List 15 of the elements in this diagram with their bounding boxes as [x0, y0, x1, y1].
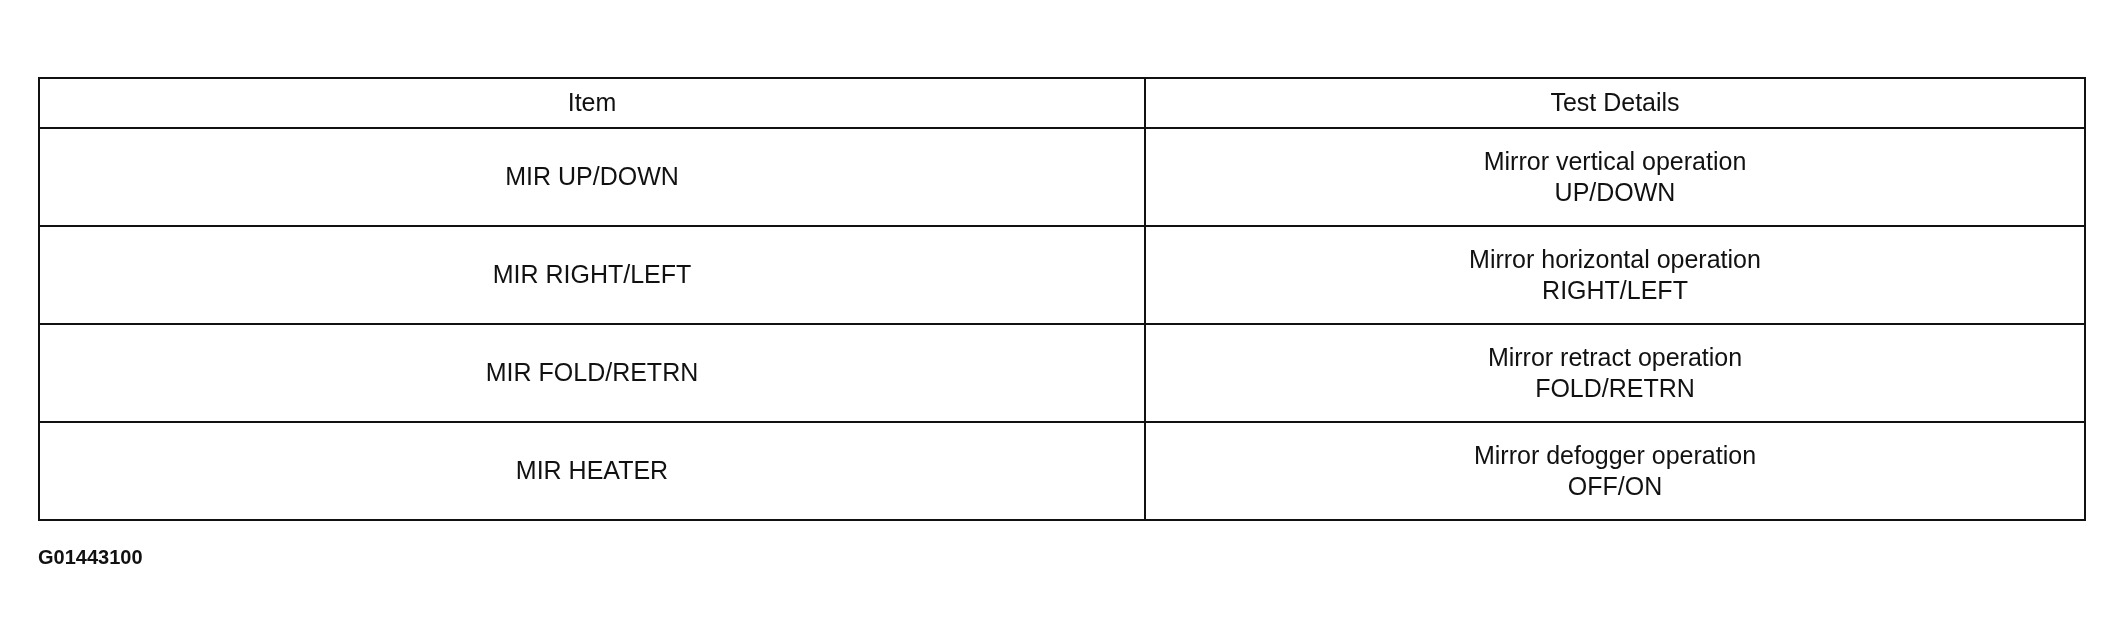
- test-description: Mirror horizontal operation: [1469, 243, 1761, 275]
- figure-code: G01443100: [38, 546, 143, 569]
- column-header: Test Details: [1550, 87, 1680, 119]
- test-values: FOLD/RETRN: [1535, 373, 1695, 404]
- test-description: Mirror retract operation: [1487, 341, 1743, 373]
- item-name: MIR RIGHT/LEFT: [492, 259, 692, 291]
- item-name: MIR UP/DOWN: [505, 161, 679, 193]
- test-values: OFF/ON: [1567, 471, 1663, 502]
- column-header: Item: [567, 87, 617, 119]
- test-values: UP/DOWN: [1554, 177, 1676, 208]
- item-name: MIR FOLD/RETRN: [485, 357, 699, 389]
- test-values: RIGHT/LEFT: [1542, 275, 1688, 306]
- test-description: Mirror vertical operation: [1483, 145, 1747, 177]
- item-name: MIR HEATER: [515, 455, 669, 487]
- test-description: Mirror defogger operation: [1473, 439, 1757, 471]
